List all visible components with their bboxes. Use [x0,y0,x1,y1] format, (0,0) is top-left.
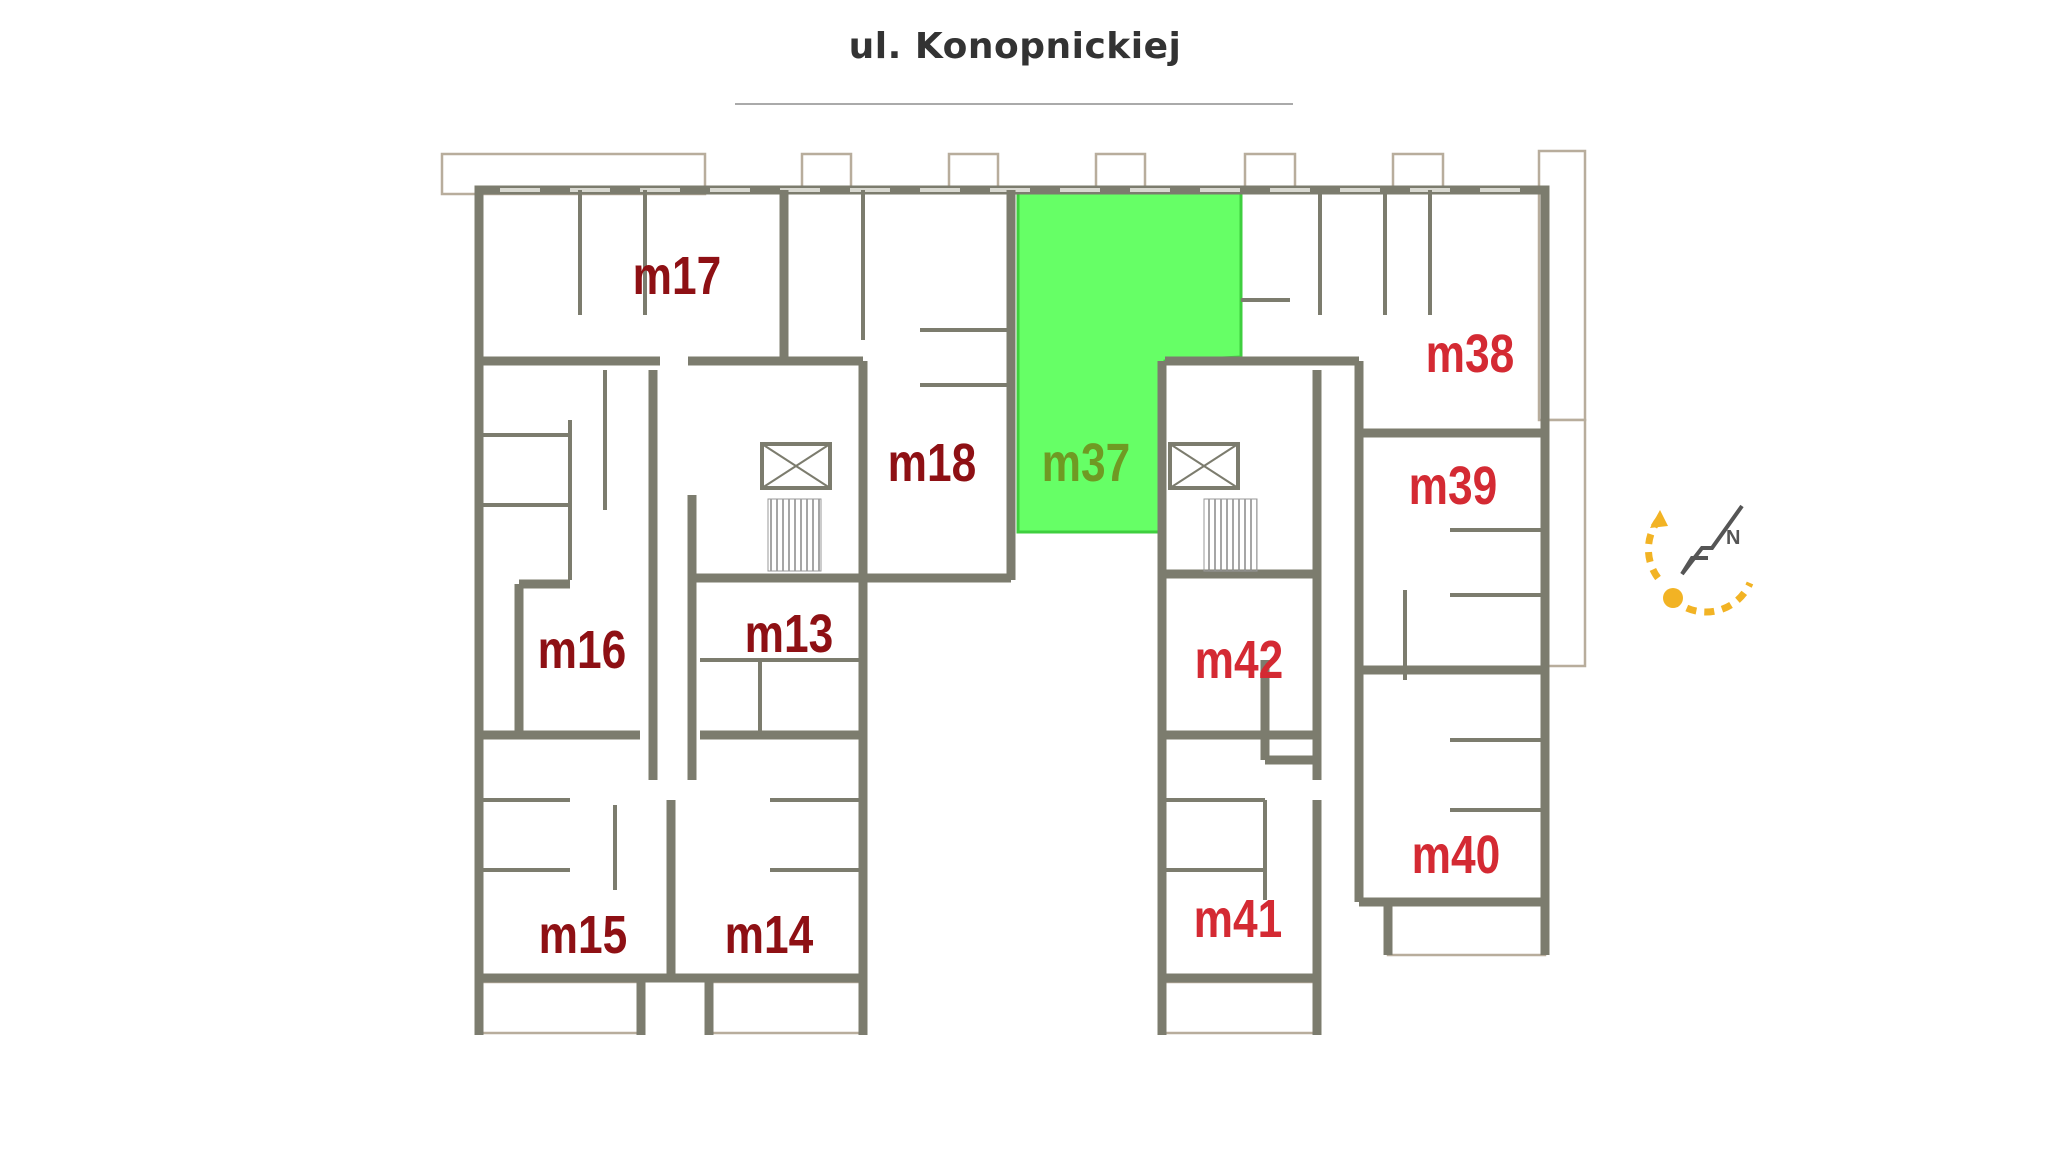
elevator-left [760,442,832,490]
unit-m16-label[interactable]: m16 [537,620,627,680]
unit-m40-label[interactable]: m40 [1411,825,1501,885]
unit-m18-label[interactable]: m18 [887,433,977,493]
north-label: N [1726,527,1740,549]
unit-m15-label[interactable]: m15 [538,905,628,965]
street-name: ul. Konopnickiej [848,26,1182,67]
unit-m41-label[interactable]: m41 [1193,889,1283,949]
unit-m14-label[interactable]: m14 [724,905,814,965]
north-compass-icon: N [1644,504,1754,616]
street-line [735,103,1293,105]
walls [474,185,1550,1035]
elevator-right [1168,442,1240,490]
unit-m38-label[interactable]: m38 [1425,324,1515,384]
unit-m39-label[interactable]: m39 [1408,456,1498,516]
unit-m17-label[interactable]: m17 [632,246,722,306]
unit-m13-label[interactable]: m13 [744,604,834,664]
stairs-right [1203,498,1258,572]
stairs-left [767,498,822,572]
unit-m37-label[interactable]: m37 [1041,433,1131,493]
unit-m42-label[interactable]: m42 [1194,630,1284,690]
